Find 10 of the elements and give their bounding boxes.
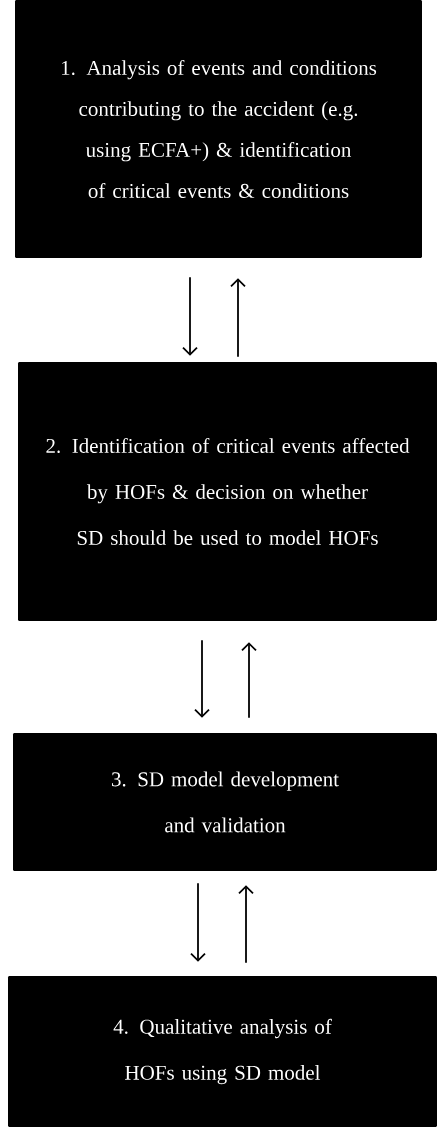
process-box: 1. Analysis of events and conditions contributing to the accident (e.g. using ECFA+) & identification of critical events & conditions xyxy=(15,0,422,258)
arrow xyxy=(230,278,246,358)
arrow xyxy=(241,642,257,719)
arrow xyxy=(190,882,206,962)
arrow xyxy=(194,639,210,718)
arrow xyxy=(238,885,254,964)
process-box: 3. SD model development and validation xyxy=(13,733,437,871)
process-box: 4. Qualitative analysis of HOFs using SD model xyxy=(8,976,437,1127)
arrow xyxy=(182,276,198,356)
process-box: 2. Identification of critical events affected by HOFs & decision on whether SD should be used to model HOFs xyxy=(18,362,437,621)
